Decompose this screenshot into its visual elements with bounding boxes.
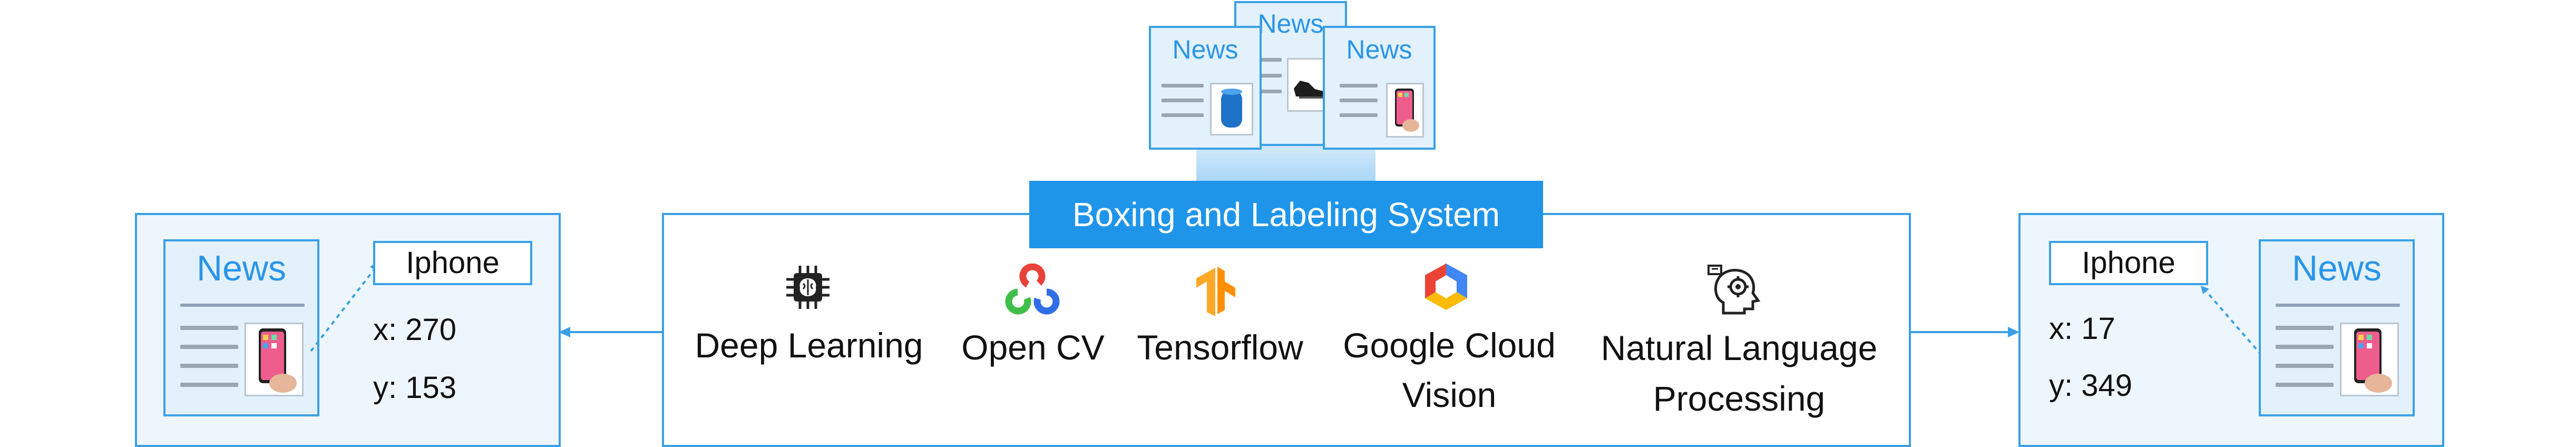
coordinate-x-left: x: 270 <box>373 313 456 347</box>
brain-chip-icon <box>786 266 830 309</box>
news-title: News <box>196 248 287 288</box>
news-title: News <box>2291 248 2382 288</box>
tensorflow-icon <box>1196 267 1235 316</box>
nlp-head-icon <box>1707 265 1761 315</box>
news-article-card: News <box>1149 26 1262 150</box>
tool-label: Tensorflow <box>1137 328 1303 367</box>
speaker-icon <box>1221 89 1242 128</box>
tool-label: Natural Language Processing <box>1601 328 1878 418</box>
shoe-icon <box>1294 81 1330 99</box>
speaker-image <box>1210 83 1253 135</box>
phone-icon <box>2354 328 2392 393</box>
coordinate-y-left: y: 153 <box>373 371 456 405</box>
arrow-right <box>1911 327 2019 337</box>
news-title: News <box>1257 9 1324 38</box>
coordinate-x-right: x: 17 <box>2049 312 2115 346</box>
opencv-icon <box>1005 264 1060 315</box>
phone-image <box>2340 323 2399 396</box>
news-title: News <box>1346 35 1412 64</box>
object-label-box-left: Iphone <box>373 241 532 285</box>
news-title: News <box>1172 35 1238 64</box>
tool-label: Deep Learning <box>695 326 923 365</box>
tool-label: Google Cloud Vision <box>1343 326 1556 414</box>
system-title: Boxing and Labeling System <box>1029 181 1543 248</box>
coordinate-y-right: y: 349 <box>2049 368 2132 403</box>
tool-label: Open CV <box>961 328 1105 367</box>
phone-image <box>1386 83 1424 138</box>
phone-icon <box>1395 89 1419 132</box>
phone-icon <box>259 328 297 393</box>
google-cloud-icon <box>1425 264 1467 310</box>
arrow-left <box>559 327 662 337</box>
phone-image <box>245 323 304 396</box>
output-news-card-left: News <box>163 239 319 416</box>
object-label-box-right: Iphone <box>2049 241 2208 285</box>
output-news-card-right: News <box>2259 239 2415 416</box>
news-article-card: News <box>1323 26 1436 150</box>
label-connector-left <box>310 263 377 352</box>
label-connector-right <box>2201 286 2268 363</box>
